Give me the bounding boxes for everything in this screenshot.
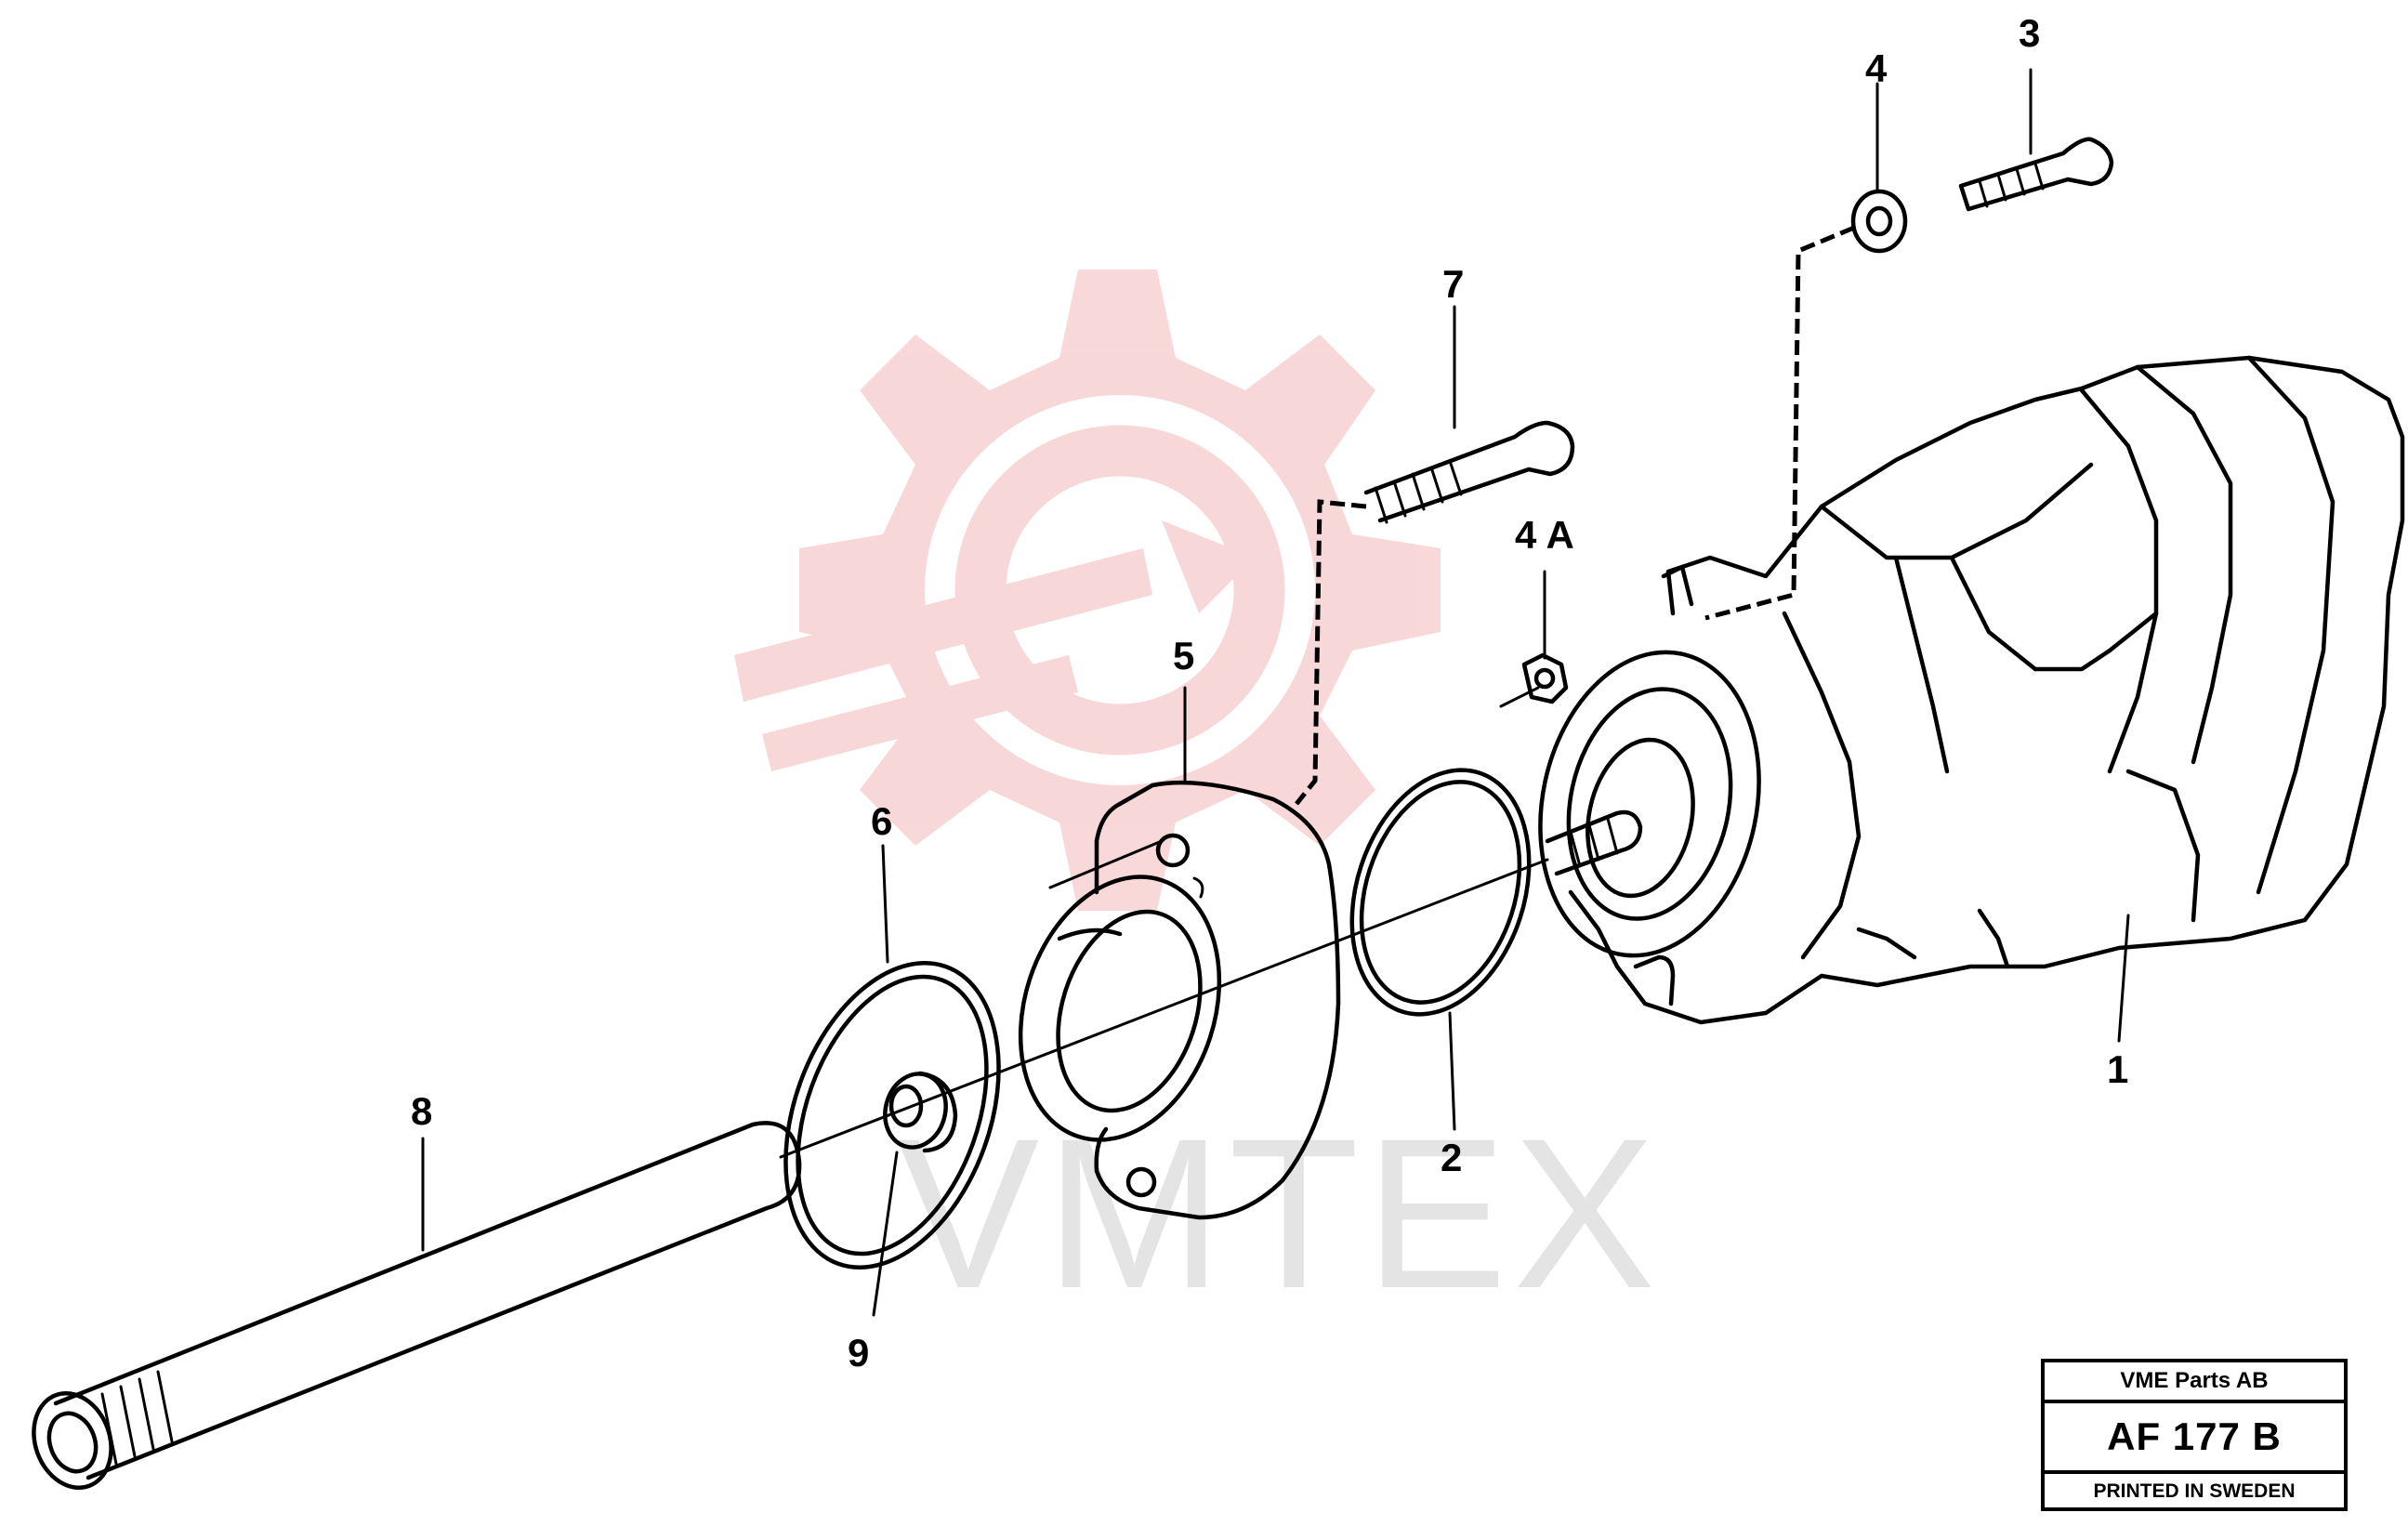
stamp-printed-in: PRINTED IN SWEDEN [2093, 1480, 2296, 1502]
stamp-company: VME Parts AB [2045, 1362, 2344, 1403]
callout-leaders [421, 68, 2130, 1317]
callout-9: 9 [848, 1331, 869, 1375]
callout-4: 4 [1865, 46, 1888, 90]
callout-1: 1 [2107, 1047, 2128, 1091]
callout-7: 7 [1442, 262, 1464, 306]
seal-part-9 [883, 1071, 958, 1153]
pump-part-1 [1538, 355, 2405, 1025]
watermark-text: VMTEX [897, 1094, 1661, 1333]
callout-2: 2 [1441, 1136, 1462, 1179]
callout-5: 5 [1173, 634, 1194, 677]
callout-6: 6 [871, 799, 892, 843]
shaft-part-8 [32, 1121, 802, 1490]
gear-logo-watermark [734, 270, 1441, 911]
oring-part-2 [1349, 768, 1532, 1017]
screw-part-3 [1958, 137, 2114, 212]
callout-3: 3 [2019, 11, 2040, 55]
title-stamp: VME Parts AB AF 177 B PRINTED IN SWEDEN [2041, 1359, 2348, 1511]
oring-part-6 [783, 961, 1001, 1269]
flange-part-5 [1018, 780, 1341, 1220]
nut-part-4a [1499, 652, 1569, 708]
callout-4a: 4 A [1515, 513, 1574, 557]
callout-8: 8 [411, 1089, 432, 1133]
washer-part-4 [1704, 189, 1908, 621]
assembly-axis-line [779, 858, 1549, 1159]
bolt-part-7 [1295, 420, 1575, 806]
callout-labels: 1 2 3 4 4 A 5 6 7 8 9 [411, 11, 2128, 1375]
stamp-drawing-code: AF 177 B [2045, 1403, 2344, 1474]
